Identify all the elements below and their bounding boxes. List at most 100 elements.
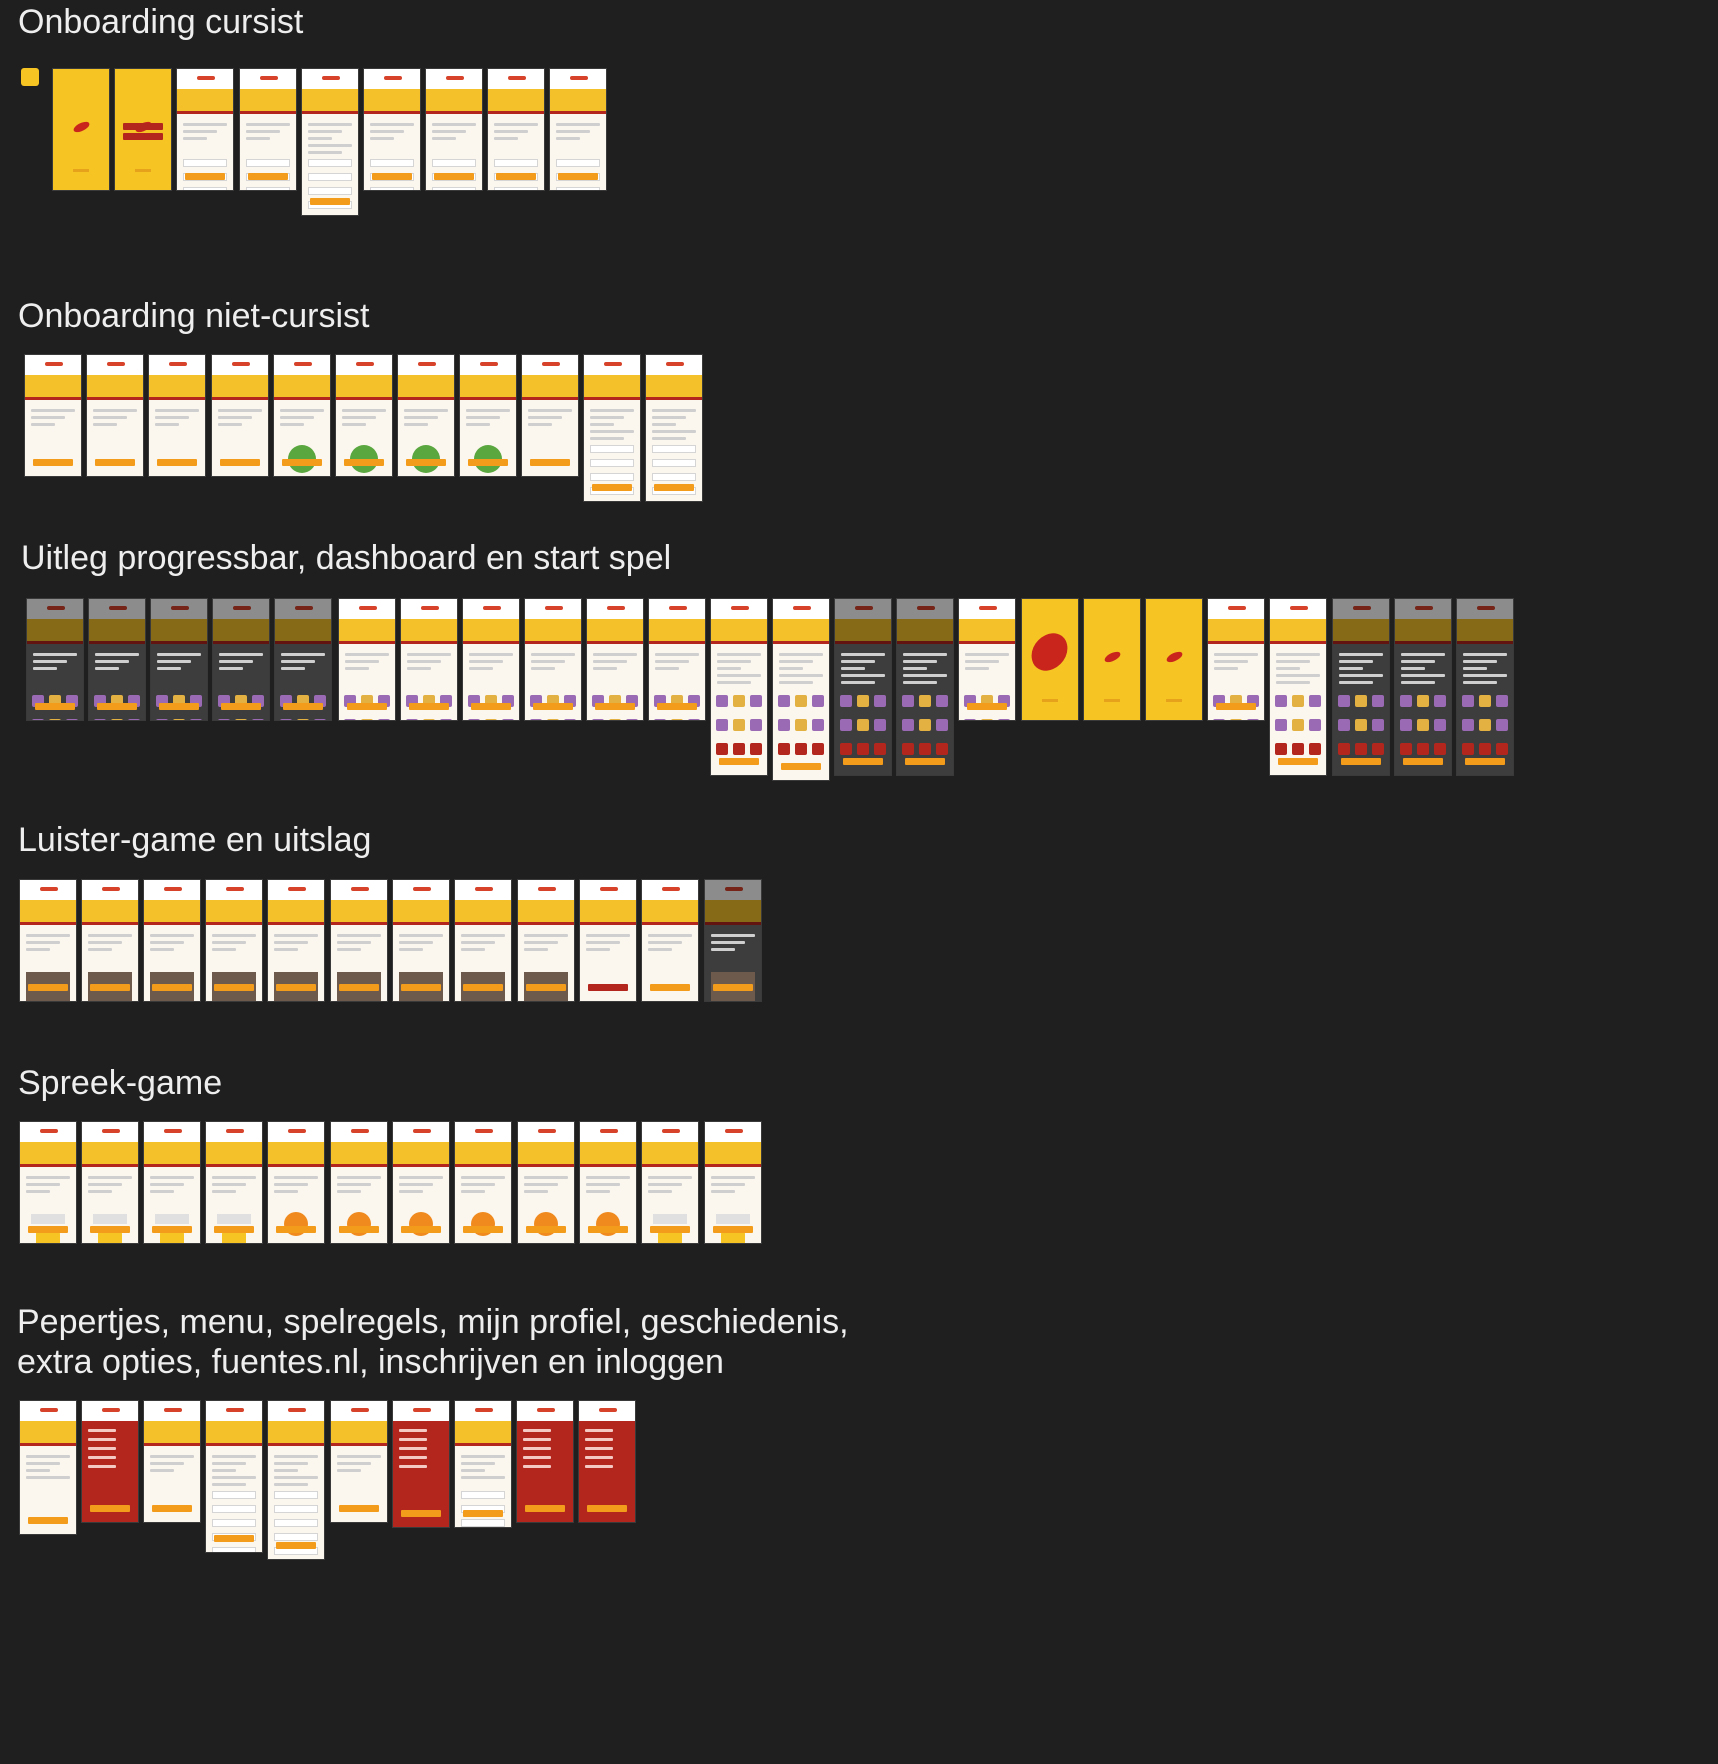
screen-uitleg-21[interactable] bbox=[1270, 599, 1326, 775]
screen-luister-10[interactable] bbox=[580, 880, 636, 1001]
text-line bbox=[150, 1190, 174, 1193]
screen-uitleg-17[interactable] bbox=[1022, 599, 1078, 720]
screen-spreek-9[interactable] bbox=[518, 1122, 574, 1243]
screen-luister-2[interactable] bbox=[82, 880, 138, 1001]
screen-spreek-6[interactable] bbox=[331, 1122, 387, 1243]
screen-spreek-11[interactable] bbox=[642, 1122, 698, 1243]
screen-uitleg-12[interactable] bbox=[711, 599, 767, 775]
screen-onboarding-niet-cursist-10[interactable] bbox=[584, 355, 640, 501]
screen-uitleg-6[interactable] bbox=[339, 599, 395, 720]
screen-extra-3[interactable] bbox=[144, 1401, 200, 1522]
screen-luister-12[interactable] bbox=[705, 880, 761, 1001]
screen-spreek-8[interactable] bbox=[455, 1122, 511, 1243]
game-tile bbox=[964, 719, 976, 720]
screen-extra-9[interactable] bbox=[517, 1401, 573, 1522]
continue-button bbox=[276, 1542, 316, 1549]
screen-splash[interactable] bbox=[53, 69, 109, 190]
text-line bbox=[31, 409, 75, 412]
screen-onboarding-cursist-5[interactable] bbox=[426, 69, 482, 190]
screen-onboarding-niet-cursist-7[interactable] bbox=[398, 355, 454, 476]
screen-uitleg-11[interactable] bbox=[649, 599, 705, 720]
game-tile bbox=[1292, 719, 1304, 731]
screen-uitleg-20[interactable] bbox=[1208, 599, 1264, 720]
screen-luister-11[interactable] bbox=[642, 880, 698, 1001]
screen-onboarding-niet-cursist-8[interactable] bbox=[460, 355, 516, 476]
screen-uitleg-19[interactable] bbox=[1146, 599, 1202, 720]
screen-spreek-1[interactable] bbox=[20, 1122, 76, 1243]
screen-uitleg-3[interactable] bbox=[151, 599, 207, 720]
screen-onboarding-cursist-1[interactable] bbox=[177, 69, 233, 190]
screen-spreek-7[interactable] bbox=[393, 1122, 449, 1243]
screen-luister-8[interactable] bbox=[455, 880, 511, 1001]
screen-spreek-2[interactable] bbox=[82, 1122, 138, 1243]
text-line bbox=[590, 430, 634, 433]
screen-uitleg-22[interactable] bbox=[1333, 599, 1389, 775]
input-field bbox=[432, 187, 476, 190]
screen-spreek-4[interactable] bbox=[206, 1122, 262, 1243]
game-tile bbox=[609, 719, 621, 720]
screen-luister-4[interactable] bbox=[206, 880, 262, 1001]
screen-uitleg-14[interactable] bbox=[835, 599, 891, 775]
screen-onboarding-niet-cursist-11[interactable] bbox=[646, 355, 702, 501]
continue-button bbox=[657, 703, 697, 710]
text-line bbox=[337, 1190, 361, 1193]
screen-extra-2[interactable] bbox=[82, 1401, 138, 1522]
screen-onboarding-niet-cursist-9[interactable] bbox=[522, 355, 578, 476]
screen-luister-6[interactable] bbox=[331, 880, 387, 1001]
screen-onboarding-cursist-4[interactable] bbox=[364, 69, 420, 190]
screen-onboarding-niet-cursist-5[interactable] bbox=[274, 355, 330, 476]
screen-onboarding-cursist-6[interactable] bbox=[488, 69, 544, 190]
screen-uitleg-15[interactable] bbox=[897, 599, 953, 775]
screen-uitleg-1[interactable] bbox=[27, 599, 83, 720]
title-band bbox=[518, 1142, 574, 1164]
screen-extra-1[interactable] bbox=[20, 1401, 76, 1534]
title-band bbox=[1208, 619, 1264, 641]
screen-onboarding-cursist-2[interactable] bbox=[240, 69, 296, 190]
screen-luister-1[interactable] bbox=[20, 880, 76, 1001]
screen-extra-5[interactable] bbox=[268, 1401, 324, 1559]
screen-extra-7[interactable] bbox=[393, 1401, 449, 1527]
screen-uitleg-5[interactable] bbox=[275, 599, 331, 720]
screen-extra-6[interactable] bbox=[331, 1401, 387, 1522]
screen-luister-5[interactable] bbox=[268, 880, 324, 1001]
screen-onboarding-niet-cursist-3[interactable] bbox=[149, 355, 205, 476]
input-field bbox=[370, 159, 414, 167]
screen-uitleg-16[interactable] bbox=[959, 599, 1015, 720]
screen-luister-9[interactable] bbox=[518, 880, 574, 1001]
screen-luister-7[interactable] bbox=[393, 880, 449, 1001]
screen-onboarding-niet-cursist-4[interactable] bbox=[212, 355, 268, 476]
screen-uitleg-4[interactable] bbox=[213, 599, 269, 720]
screen-uitleg-7[interactable] bbox=[401, 599, 457, 720]
text-line bbox=[1463, 660, 1497, 663]
game-tile bbox=[111, 719, 123, 720]
screen-onboarding-cursist-3[interactable] bbox=[302, 69, 358, 215]
screen-onboarding-cursist-7[interactable] bbox=[550, 69, 606, 190]
screen-uitleg-13[interactable] bbox=[773, 599, 829, 780]
screen-uitleg-8[interactable] bbox=[463, 599, 519, 720]
screen-extra-8[interactable] bbox=[455, 1401, 511, 1527]
screen-uitleg-24[interactable] bbox=[1457, 599, 1513, 775]
screen-uitleg-23[interactable] bbox=[1395, 599, 1451, 775]
screen-onboarding-niet-cursist-1[interactable] bbox=[25, 355, 81, 476]
screen-spreek-10[interactable] bbox=[580, 1122, 636, 1243]
screen-uitleg-9[interactable] bbox=[525, 599, 581, 720]
screen-onboarding-niet-cursist-6[interactable] bbox=[336, 355, 392, 476]
screen-uitleg-10[interactable] bbox=[587, 599, 643, 720]
continue-button bbox=[530, 459, 570, 466]
screen-spreek-5[interactable] bbox=[268, 1122, 324, 1243]
text-line bbox=[157, 667, 181, 670]
screen-extra-4[interactable] bbox=[206, 1401, 262, 1552]
screen-onboarding-niet-cursist-2[interactable] bbox=[87, 355, 143, 476]
screen-welcome[interactable] bbox=[115, 69, 171, 190]
screen-uitleg-2[interactable] bbox=[89, 599, 145, 720]
screen-extra-10[interactable] bbox=[579, 1401, 635, 1522]
red-divider bbox=[522, 397, 578, 400]
text-line bbox=[274, 1190, 298, 1193]
screen-uitleg-18[interactable] bbox=[1084, 599, 1140, 720]
screen-spreek-12[interactable] bbox=[705, 1122, 761, 1243]
game-tile bbox=[1230, 719, 1242, 720]
text-line bbox=[711, 941, 745, 944]
screen-luister-3[interactable] bbox=[144, 880, 200, 1001]
game-tile bbox=[919, 695, 931, 707]
screen-spreek-3[interactable] bbox=[144, 1122, 200, 1243]
